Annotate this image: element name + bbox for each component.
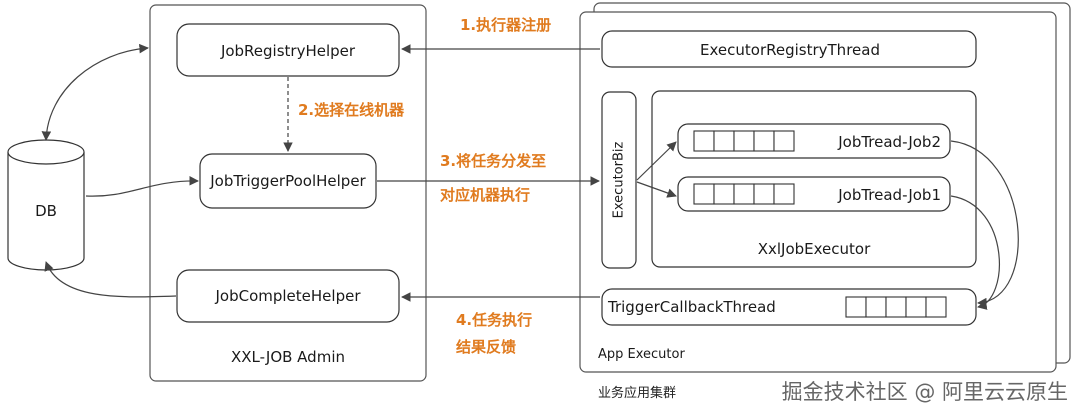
callback-queue bbox=[845, 296, 947, 318]
executor-registry-thread-label: ExecutorRegistryThread bbox=[700, 41, 880, 59]
trigger-callback-thread-label: TriggerCallbackThread bbox=[607, 298, 776, 316]
cluster-label: 业务应用集群 bbox=[598, 386, 677, 401]
job1-callback-arrow bbox=[950, 195, 1000, 310]
executor-biz-label: ExecutorBiz bbox=[612, 142, 627, 219]
job-thread-1-label: JobTread-Job1 bbox=[837, 186, 941, 204]
executor-biz-box bbox=[601, 91, 637, 269]
job-trigger-pool-helper-label: JobTriggerPoolHelper bbox=[209, 172, 366, 190]
job-registry-helper-label: JobRegistryHelper bbox=[220, 42, 356, 60]
xxl-job-executor-label: XxlJobExecutor bbox=[758, 240, 871, 258]
complete-db-arrow bbox=[44, 261, 177, 298]
job-complete-helper-label: JobCompleteHelper bbox=[214, 287, 361, 305]
executor-registry-thread-box bbox=[601, 30, 977, 68]
job-complete-helper-box bbox=[176, 269, 400, 323]
job-thread-2-queue bbox=[693, 130, 795, 152]
biz-job1-arrow bbox=[636, 181, 677, 198]
step2-label: 2.选择在线机器 bbox=[298, 101, 405, 119]
step4-label-line1: 4.任务执行 bbox=[456, 311, 532, 329]
db-label: DB bbox=[35, 202, 57, 220]
db-trigger-arrow bbox=[85, 176, 199, 197]
job2-callback-arrow bbox=[950, 140, 1019, 308]
job-thread-1-queue bbox=[693, 183, 795, 205]
executor-title: App Executor bbox=[598, 347, 685, 362]
job-trigger-pool-helper-box bbox=[199, 153, 377, 209]
step3-label-line1: 3.将任务分发至 bbox=[440, 152, 546, 170]
step4-label-line2: 结果反馈 bbox=[456, 338, 516, 356]
step3-label-line2: 对应机器执行 bbox=[440, 186, 530, 204]
job-registry-helper-box bbox=[176, 23, 400, 77]
job-thread-2-label: JobTread-Job2 bbox=[837, 133, 941, 151]
step1-label: 1.执行器注册 bbox=[460, 16, 551, 34]
admin-title: XXL-JOB Admin bbox=[231, 348, 345, 366]
registry-db-arrow bbox=[41, 43, 149, 141]
biz-job2-arrow bbox=[636, 141, 677, 181]
watermark: 掘金技术社区 @ 阿里云云原生 bbox=[781, 380, 1068, 404]
